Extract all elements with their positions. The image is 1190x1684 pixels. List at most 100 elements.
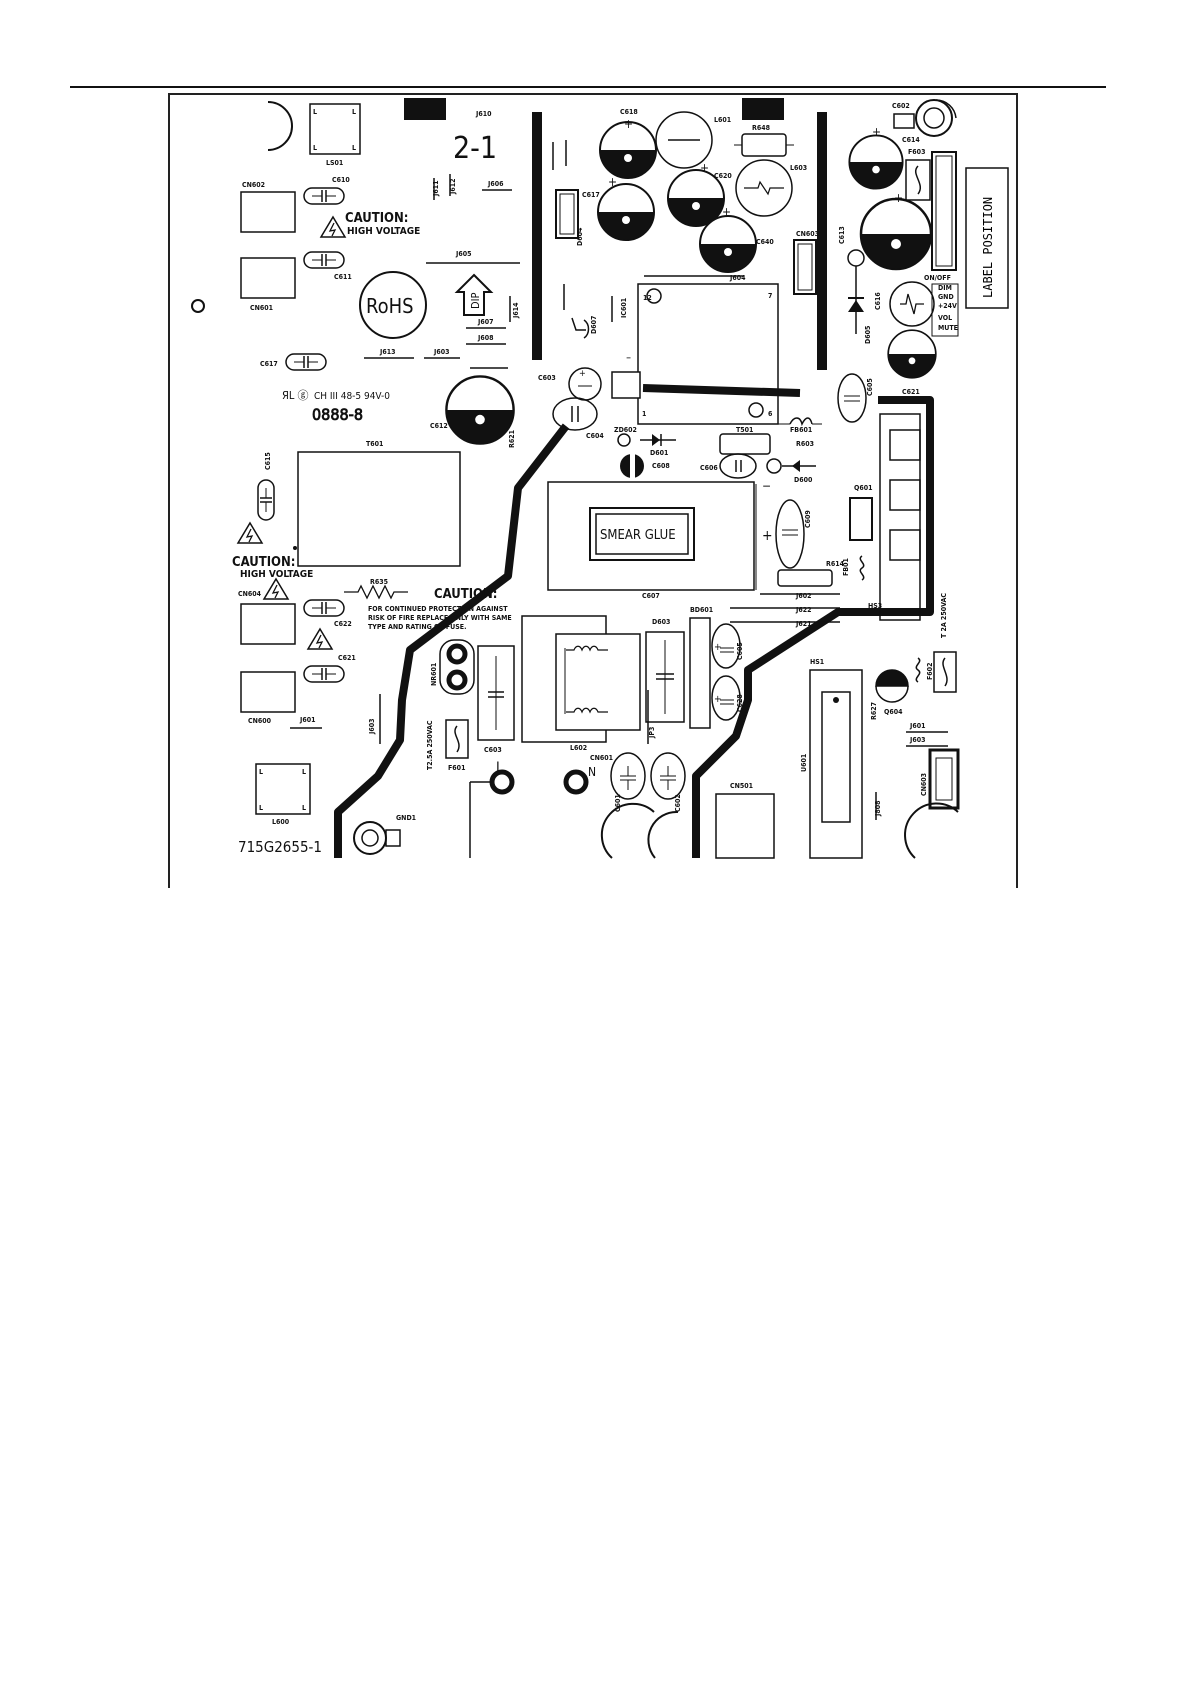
fire-caution-line-1: FOR CONTINUED PROTECTION AGAINST bbox=[368, 605, 508, 613]
pin-dim: DIM bbox=[938, 284, 952, 292]
hs1-label: HS1 bbox=[810, 658, 824, 666]
j612-label: J612 bbox=[449, 179, 457, 196]
c628-capacitor bbox=[711, 675, 741, 721]
c640-label: C640 bbox=[756, 238, 774, 246]
pin-gnd: GND bbox=[938, 293, 954, 301]
c612-electrolytic-cap bbox=[445, 375, 515, 445]
c603-label: C603 bbox=[538, 374, 556, 382]
screw-top-right bbox=[915, 99, 953, 137]
t501-label: T501 bbox=[736, 426, 753, 434]
c607-outline bbox=[547, 481, 755, 591]
cn603-label: CN603 bbox=[796, 230, 819, 238]
j621-label: J621 bbox=[795, 620, 812, 628]
caution-title-1: CAUTION: bbox=[345, 211, 408, 226]
j604-label: J604 bbox=[729, 274, 746, 282]
cn600-outline bbox=[240, 671, 296, 713]
t501-outline bbox=[719, 433, 771, 455]
c605-capacitor-top bbox=[711, 623, 741, 669]
label-position-box: LABEL POSITION bbox=[965, 167, 1009, 309]
svg-text:L: L bbox=[302, 768, 306, 776]
l600-label: L600 bbox=[272, 818, 290, 826]
ls01-outline bbox=[309, 103, 361, 155]
c603-label-2: C603 bbox=[484, 746, 502, 754]
r603-label: R603 bbox=[796, 440, 814, 448]
hs1-heatsink bbox=[809, 669, 863, 859]
ac-terminal-l: L bbox=[496, 760, 503, 776]
fuse-rating-2: T 2A 250VAC bbox=[940, 593, 948, 638]
svg-text:+: + bbox=[894, 191, 903, 205]
c615-label: C615 bbox=[264, 452, 272, 470]
gnd1-screw bbox=[353, 821, 387, 855]
r614-label: R614 bbox=[826, 560, 845, 568]
r635-label: R635 bbox=[370, 578, 388, 586]
mounting-hole-bottom-right bbox=[904, 802, 959, 859]
r614-resistor bbox=[777, 569, 833, 587]
d604-outline bbox=[555, 189, 579, 239]
nr601-label: NR601 bbox=[430, 663, 438, 686]
c608-label: C608 bbox=[652, 462, 670, 470]
j601-label-2: J601 bbox=[909, 722, 926, 730]
cn601-outline-left bbox=[240, 257, 296, 299]
ic601-label: IC601 bbox=[620, 298, 628, 318]
svg-text:L: L bbox=[259, 768, 263, 776]
bd601-outline bbox=[689, 617, 711, 729]
f603-label: F603 bbox=[908, 148, 925, 156]
cn603-label-2: CN603 bbox=[920, 773, 928, 796]
j614-label: J614 bbox=[512, 302, 520, 319]
bd601-label: BD601 bbox=[690, 606, 713, 614]
l603-inductor bbox=[735, 159, 793, 217]
cn604-outline bbox=[240, 603, 296, 645]
pin-on-off: ON/OFF bbox=[924, 274, 951, 282]
j602-label: J602 bbox=[795, 592, 812, 600]
smear-glue-frame bbox=[589, 507, 695, 561]
d603-outline bbox=[645, 631, 685, 723]
svg-text:+: + bbox=[624, 117, 633, 131]
svg-text:+: + bbox=[700, 161, 709, 175]
r635-resistor bbox=[344, 584, 408, 600]
svg-text:L: L bbox=[313, 144, 317, 152]
c628-label: C628 bbox=[736, 694, 744, 712]
fb601-label: FB601 bbox=[790, 426, 812, 434]
svg-text:L: L bbox=[302, 804, 306, 812]
smear-glue-label: SMEAR GLUE bbox=[600, 528, 676, 543]
r627-label: R627 bbox=[870, 702, 878, 720]
t601-outline bbox=[297, 451, 461, 567]
c616-label: C616 bbox=[874, 292, 882, 310]
c602-capacitor bbox=[650, 752, 686, 800]
fiducial-mark-left bbox=[404, 98, 446, 120]
svg-text:+: + bbox=[714, 694, 722, 705]
c622-label: C622 bbox=[334, 620, 352, 628]
l601-inductor bbox=[655, 111, 713, 169]
j606-label: J606 bbox=[487, 180, 504, 188]
mounting-hole-bottom-mid bbox=[600, 802, 655, 859]
cn602-label: CN602 bbox=[242, 181, 265, 189]
c614-label: C614 bbox=[902, 136, 920, 144]
j607-label: J607 bbox=[477, 318, 494, 326]
jp3-label: JP3 bbox=[648, 727, 656, 739]
svg-text:12: 12 bbox=[643, 294, 652, 302]
c618-label: C618 bbox=[620, 108, 638, 116]
c605-label-2: C605 bbox=[866, 378, 874, 396]
rohs-mark: RoHS bbox=[366, 294, 414, 318]
date-code: 0888-8 bbox=[312, 405, 363, 424]
l603-label: L603 bbox=[790, 164, 807, 172]
ic601-outline bbox=[637, 283, 779, 425]
mounting-hole-bottom-left bbox=[647, 810, 679, 859]
c613-label: C613 bbox=[838, 226, 846, 244]
j613-label: J613 bbox=[379, 348, 396, 356]
c607-label: C607 bbox=[642, 592, 660, 600]
c621-label: C621 bbox=[338, 654, 356, 662]
svg-text:L: L bbox=[313, 108, 317, 116]
hs3-heatsink bbox=[879, 413, 921, 621]
u601-label: U601 bbox=[800, 754, 808, 772]
high-voltage-1: HIGH VOLTAGE bbox=[347, 226, 420, 237]
c611-label: C611 bbox=[334, 273, 352, 281]
d601-label: D601 bbox=[650, 449, 668, 457]
svg-text:L: L bbox=[259, 804, 263, 812]
j610-label: J610 bbox=[475, 110, 492, 118]
svg-text:−: − bbox=[762, 479, 771, 493]
f602-fuse bbox=[933, 651, 957, 693]
q604-transistor bbox=[875, 669, 909, 687]
hv-trace-right bbox=[692, 396, 934, 858]
page-header-rule bbox=[70, 86, 1106, 88]
